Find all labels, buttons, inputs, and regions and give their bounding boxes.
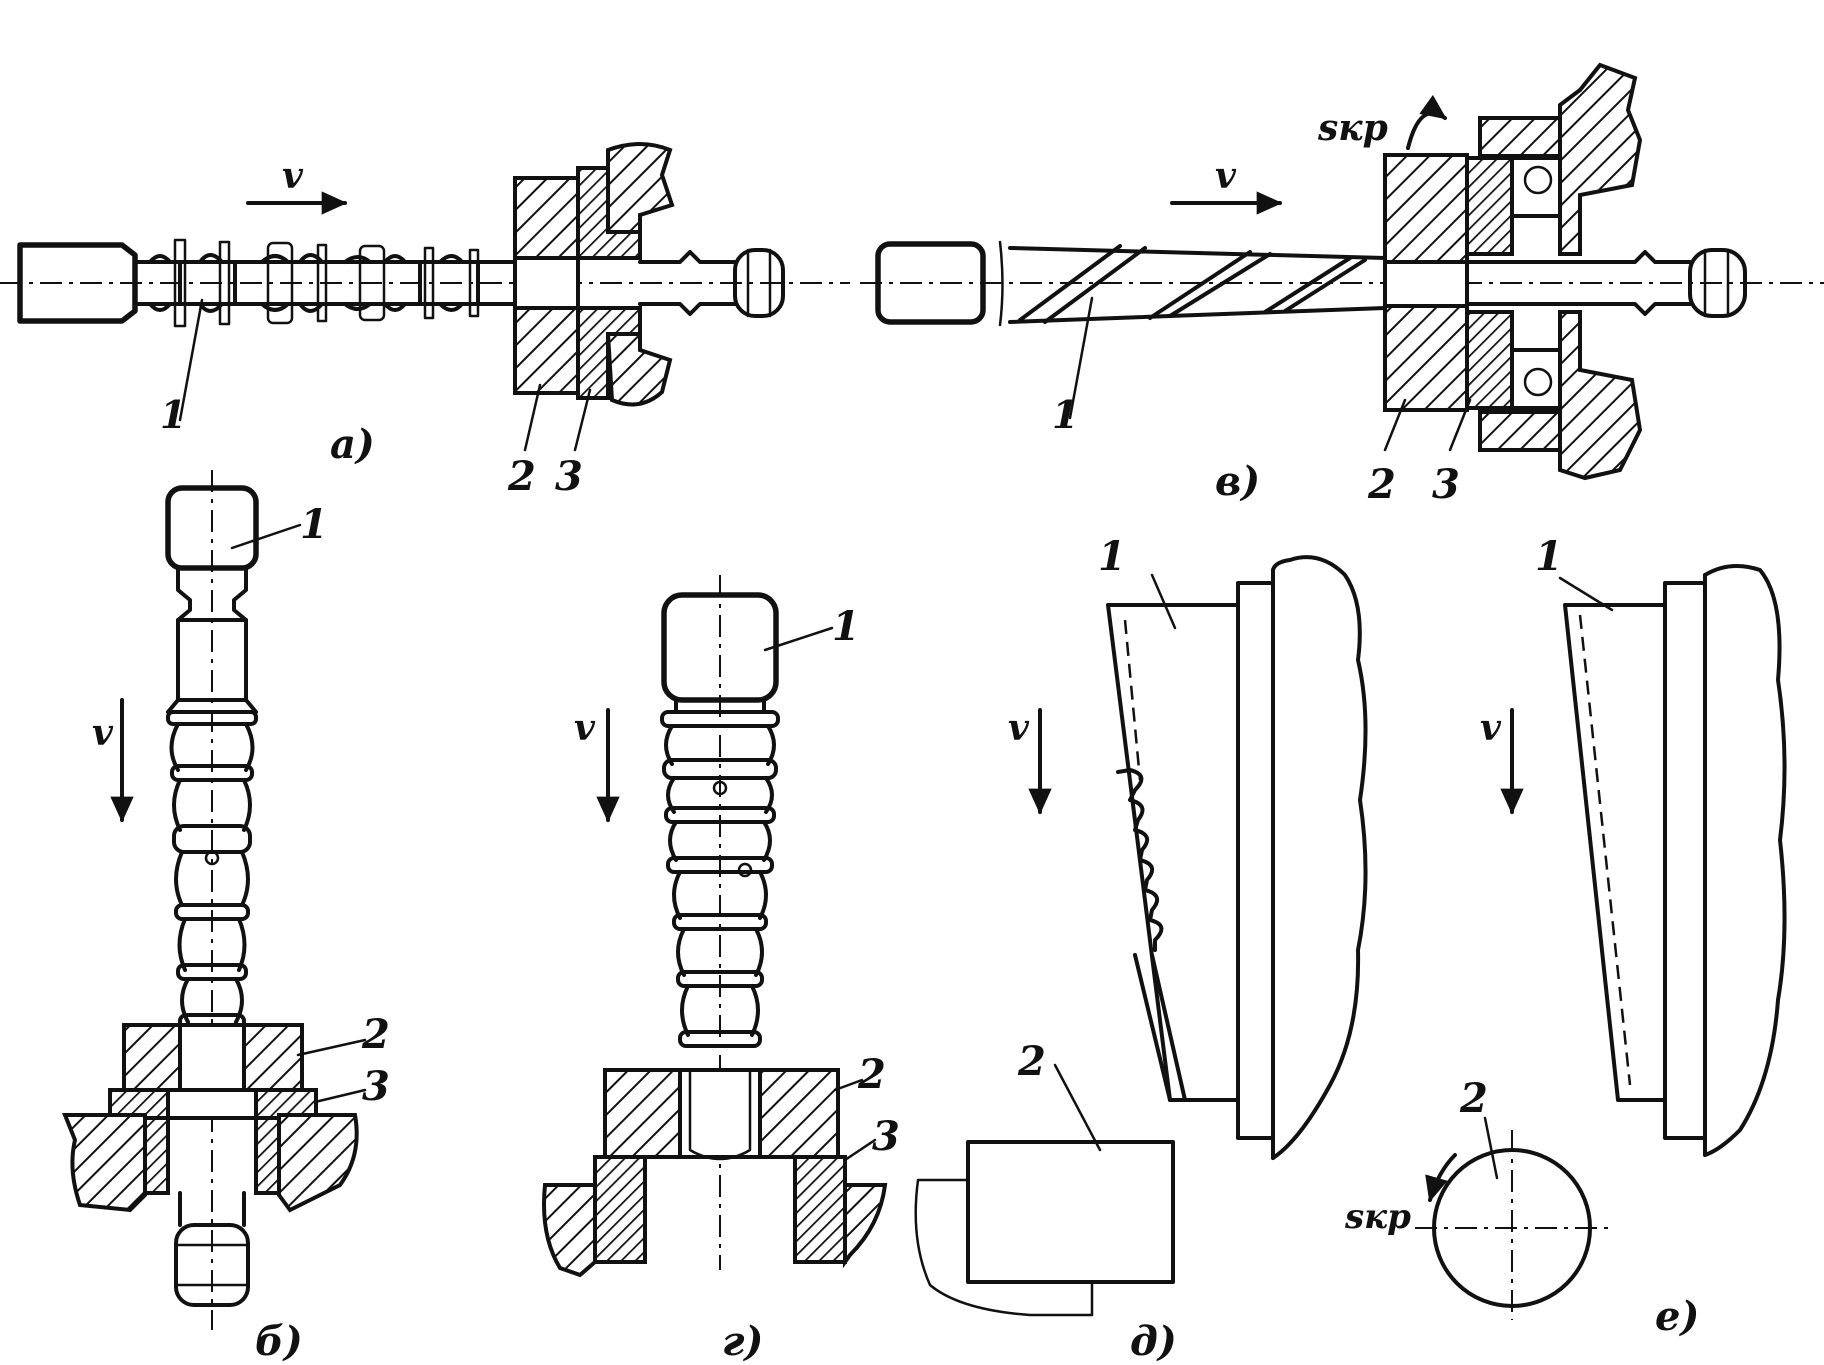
sublabel-v: в) [1215, 458, 1260, 505]
machine-body [606, 142, 675, 234]
label-1: 1 [160, 392, 186, 437]
label-3-g: 3 [872, 1113, 900, 1160]
spiral-broach-body [1008, 246, 1387, 324]
spiral-label-3: 3 [1432, 461, 1460, 508]
label-1-d: 1 [1098, 533, 1126, 580]
broach-rear-end [638, 250, 737, 316]
sublabel-b: б) [255, 1318, 303, 1365]
broach-shank [17, 242, 138, 324]
e-broach-body [1563, 603, 1667, 1102]
surface-broach-holder [1236, 581, 1275, 1140]
g-broach-teeth [660, 698, 780, 1048]
surface-broach-teeth [1116, 768, 1164, 952]
broach-teeth [173, 238, 480, 328]
label-2: 2 [507, 453, 536, 500]
label-1-e: 1 [1535, 533, 1563, 580]
sublabel-g: г) [722, 1318, 763, 1365]
panel-e: sкр v 1 2 е) [1344, 533, 1787, 1340]
label-2-e: 2 [1459, 1075, 1488, 1122]
label-2-d: 2 [1017, 1038, 1046, 1085]
spiral-broach-shank [875, 241, 986, 325]
e-broach-holder [1663, 581, 1707, 1140]
sublabel-e: е) [1655, 1293, 1699, 1340]
panel-b: v 1 2 3 б) [62, 470, 390, 1365]
rotating-ring [1465, 156, 1514, 256]
label-v-e: v [1480, 707, 1502, 749]
panel-d: v 1 2 д) [914, 533, 1368, 1365]
spiral-label-v: v [1215, 155, 1237, 197]
label-s-kr-e: sкр [1344, 1197, 1411, 1237]
vertical-broach-shank [165, 485, 259, 571]
spiral-broach-rear [1465, 250, 1692, 316]
panel-a: v 1 2 3 а) [0, 142, 850, 500]
panel-g: v 1 2 3 г) [542, 575, 900, 1365]
broach-body [133, 253, 522, 313]
label-2-b: 2 [361, 1011, 390, 1058]
label-v-d: v [1008, 707, 1030, 749]
surface-broach-body [1106, 603, 1240, 1102]
label-2-g: 2 [857, 1051, 886, 1098]
sublabel-a: а) [330, 421, 375, 468]
label-s-kr: sкр [1317, 107, 1388, 149]
bearings [1510, 156, 1562, 410]
label-3-b: 3 [362, 1063, 390, 1110]
surface-workpiece [966, 1140, 1175, 1284]
label-1-b: 1 [300, 501, 328, 548]
label-v-g: v [574, 707, 596, 749]
spiral-label-1: 1 [1052, 392, 1078, 437]
label-v: v [282, 155, 304, 197]
label-v-b: v [92, 712, 114, 754]
g-machine-body [542, 1183, 597, 1278]
panel-v: v sкр 1 2 3 в) [860, 62, 1824, 508]
spiral-flutes [1018, 244, 1367, 324]
rotation-arrow [1406, 94, 1447, 150]
spiral-label-2: 2 [1367, 461, 1396, 508]
e-rotation-arrow [1425, 1153, 1457, 1203]
e-machine-ram [1703, 564, 1787, 1157]
label-3: 3 [555, 453, 583, 500]
spiral-machine-frame [1558, 62, 1643, 256]
g-support-ring [593, 1155, 647, 1264]
sublabel-d: д) [1130, 1318, 1177, 1365]
vertical-machine-body [62, 1113, 147, 1213]
label-1-g: 1 [832, 603, 860, 650]
surface-machine-ram [1271, 555, 1368, 1160]
